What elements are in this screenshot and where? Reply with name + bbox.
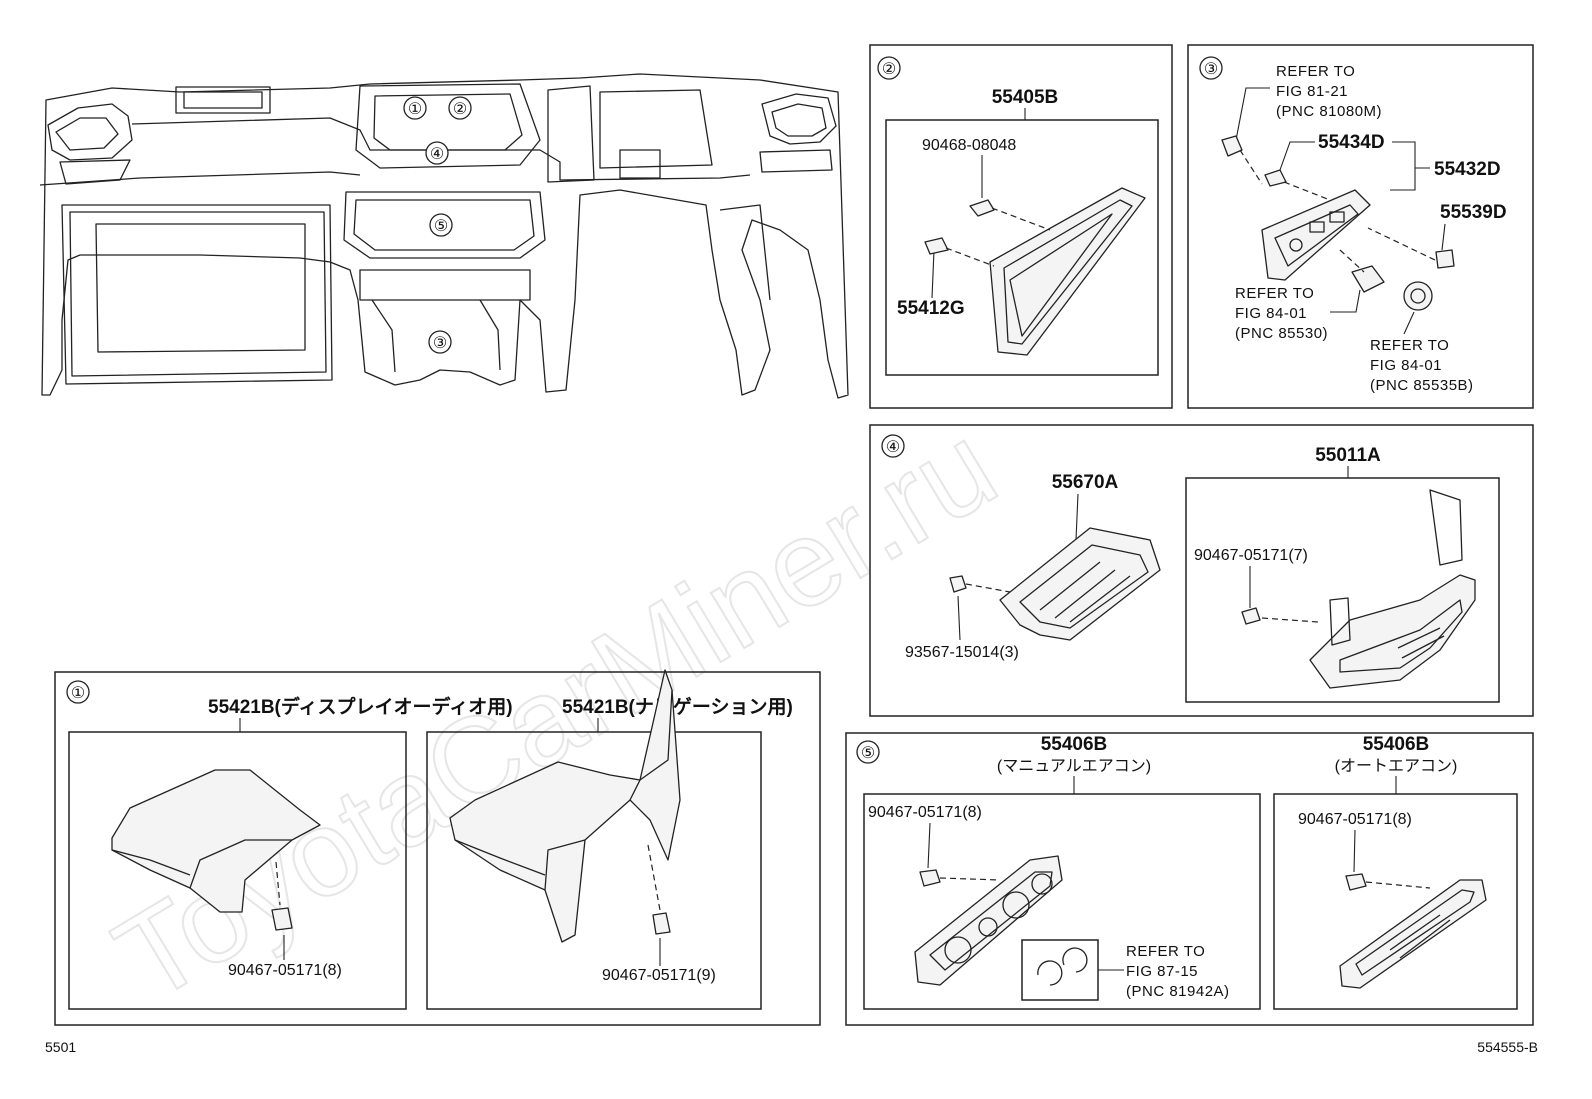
panel-1: ① 55421B(ディスプレイオーディオ用) 55421B(ナビゲーション用) … (54, 669, 821, 1026)
marker-1 (403, 96, 427, 120)
panel-2: ② 55405B 90468-08048 55412G (869, 44, 1173, 409)
part-90467-05171-8-left: 90467-05171(8) (228, 962, 342, 979)
panel-5: ⑤ 55406B (マニュアルエアコン) 55406B (オートエアコン) 90… (845, 732, 1534, 1026)
refer-left-line2: FIG 84-01 (1235, 305, 1307, 322)
manual-aircon-label: (マニュアルエアコン) (997, 758, 1151, 775)
refer-right-line3: (PNC 85535B) (1370, 377, 1474, 394)
refer-top-line2: FIG 81-21 (1276, 83, 1348, 100)
refer-right-line2: FIG 84-01 (1370, 357, 1442, 374)
refer-aircon-line3: (PNC 81942A) (1126, 983, 1230, 1000)
refer-aircon-line2: FIG 87-15 (1126, 963, 1198, 980)
panel-4-marker: ④ (886, 439, 900, 456)
instrument-panel-overview (39, 73, 849, 399)
part-55434D: 55434D (1318, 132, 1385, 153)
marker-4-label: ④ (430, 146, 444, 163)
refer-top-line3: (PNC 81080M) (1276, 103, 1382, 120)
panel-5-marker: ⑤ (861, 745, 875, 762)
overview-markers: ① ② ③ ④ ⑤ (403, 96, 472, 354)
part-55421B-display-audio: 55421B(ディスプレイオーディオ用) (208, 695, 513, 718)
part-90467-05171-7: 90467-05171(7) (1194, 547, 1308, 564)
part-55421B-navigation: 55421B(ナビゲーション用) (562, 696, 793, 718)
auto-aircon-label: (オートエアコン) (1335, 758, 1458, 775)
panel-3-marker: ③ (1204, 61, 1218, 78)
part-55011A: 55011A (1315, 445, 1381, 466)
panel-3: ③ REFER TO FIG 81-21 (PNC 81080M) 55434D… (1187, 44, 1534, 409)
part-90467-05171-9: 90467-05171(9) (602, 967, 716, 984)
marker-2 (448, 96, 472, 120)
part-90468-08048: 90468-08048 (922, 137, 1016, 154)
footer-figure-code: 554555-B (1477, 1039, 1538, 1055)
panel-1-marker: ① (71, 685, 85, 702)
part-90467-05171-8-auto: 90467-05171(8) (1298, 811, 1412, 828)
part-90467-05171-8-manual: 90467-05171(8) (868, 804, 982, 821)
refer-aircon-line1: REFER TO (1126, 943, 1205, 960)
marker-1-label: ① (408, 101, 422, 118)
refer-left-line1: REFER TO (1235, 285, 1314, 302)
refer-left-line3: (PNC 85530) (1235, 325, 1328, 342)
part-55405B: 55405B (992, 87, 1059, 108)
part-55539D: 55539D (1440, 202, 1507, 223)
part-93567-15014-3: 93567-15014(3) (905, 644, 1019, 661)
marker-3-label: ③ (433, 335, 447, 352)
part-55406B-manual: 55406B (1041, 734, 1108, 755)
marker-2-label: ② (453, 101, 467, 118)
part-55432D: 55432D (1434, 159, 1501, 180)
marker-5-label: ⑤ (434, 218, 448, 235)
refer-top-line1: REFER TO (1276, 63, 1355, 80)
panel-4: ④ 55670A 55011A 90467-05171(7) 93567-150… (869, 424, 1534, 717)
part-55412G: 55412G (897, 298, 965, 319)
marker-4 (425, 141, 449, 165)
marker-5 (429, 213, 453, 237)
part-55670A: 55670A (1052, 472, 1119, 493)
footer-page-code: 5501 (45, 1039, 76, 1055)
marker-3 (428, 330, 452, 354)
part-55406B-auto: 55406B (1363, 734, 1430, 755)
panel-2-marker: ② (882, 61, 896, 78)
refer-right-line1: REFER TO (1370, 337, 1449, 354)
